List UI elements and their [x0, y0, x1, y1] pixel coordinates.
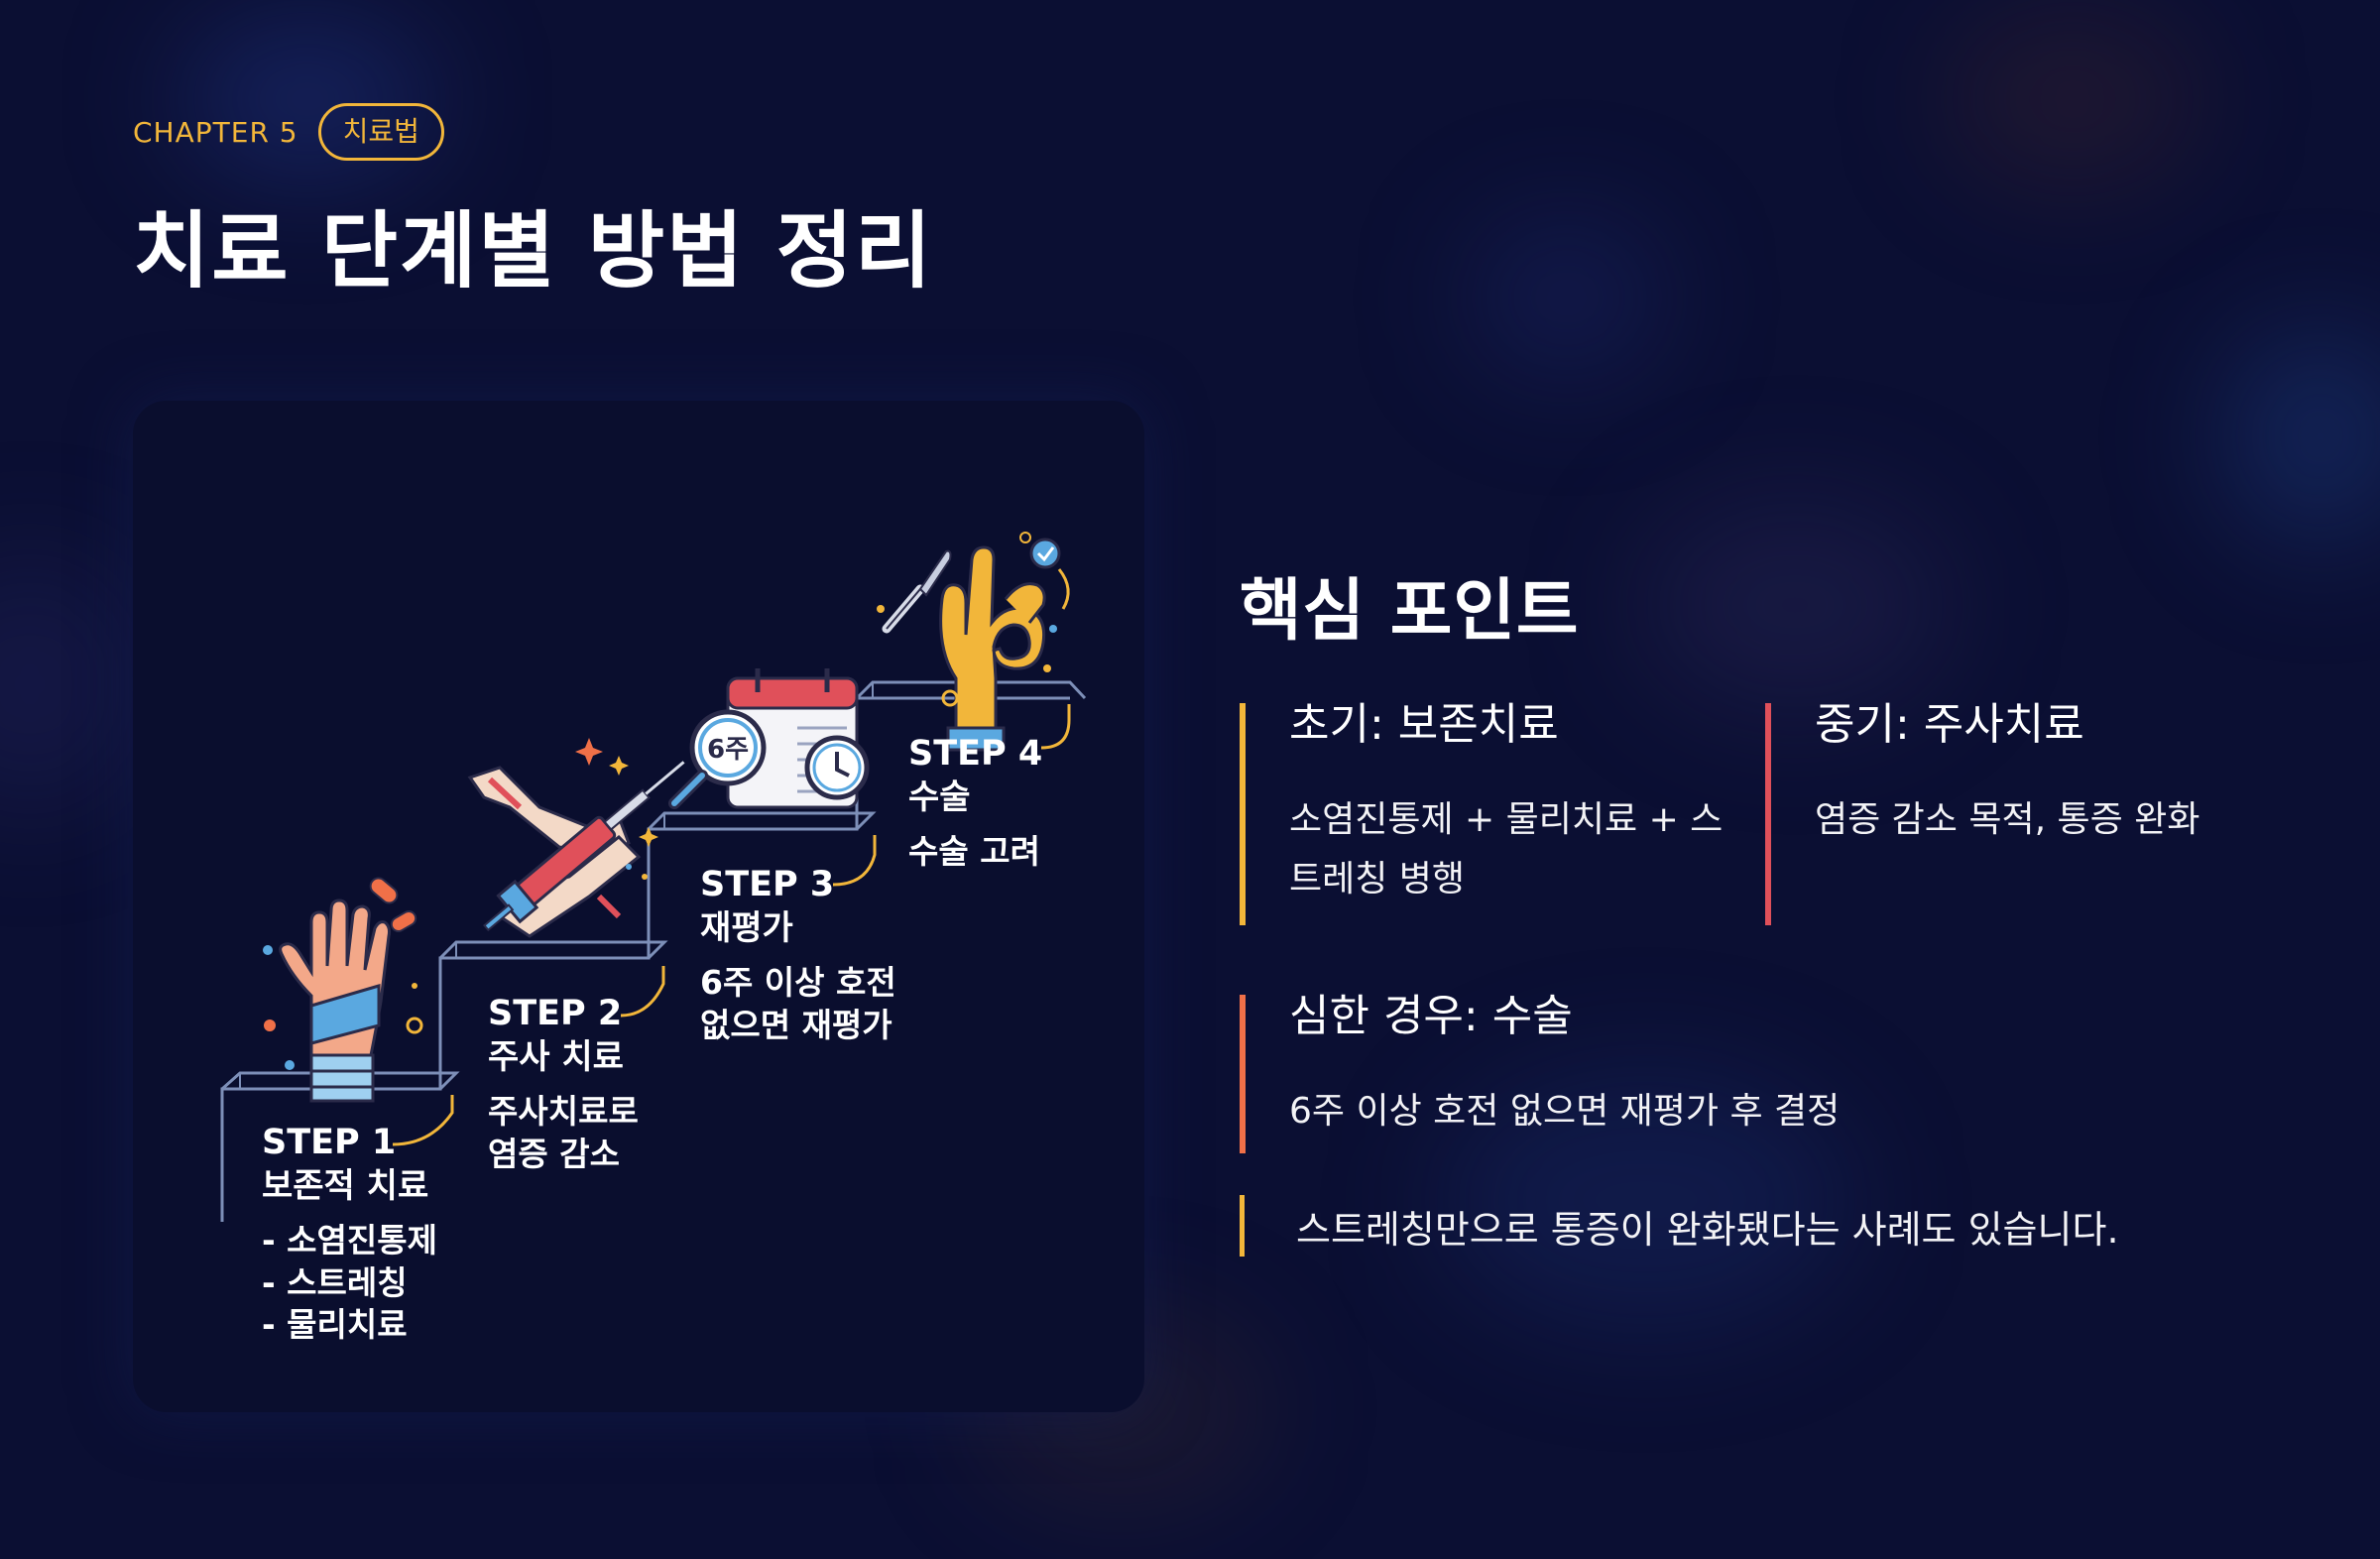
step-1-desc: - 소염진통제 - 스트레칭 - 물리치료 [262, 1220, 437, 1346]
treatment-steps-illustration: 6주 STEP 1 보존적 치료 [133, 401, 1144, 1412]
step-2-title: 주사 치료 [488, 1036, 624, 1077]
point-early-title: 초기: 보존치료 [1289, 699, 1559, 750]
wrapped-hand-icon [263, 877, 423, 1103]
point-early: 초기: 보존치료 소염진통제 + 물리치료 + 스트레칭 병행 [1240, 703, 1735, 925]
step-4-text: STEP 4 수술 수술 고려 [908, 732, 1042, 874]
step-connectors [392, 704, 1071, 1146]
step-4-desc-line: 수술 고려 [908, 832, 1040, 872]
staircase-graphic: 6주 [220, 532, 1087, 1222]
calendar-icon: 6주 [668, 668, 870, 809]
step-1-desc-line: - 물리치료 [262, 1304, 408, 1344]
chapter-row: CHAPTER 5 치료법 [133, 103, 933, 161]
point-mid-body: 염증 감소 목적, 통증 완화 [1815, 799, 2201, 840]
point-early-body: 소염진통제 + 물리치료 + 스트레칭 병행 [1289, 799, 1724, 900]
step-1-title: 보존적 치료 [262, 1165, 429, 1206]
step-4-label: STEP 4 [908, 734, 1043, 774]
step-3-desc: 6주 이상 호전 없으면 재평가 [700, 962, 896, 1045]
syringe-joint-icon [467, 738, 685, 938]
key-points-title: 핵심 포인트 [1240, 572, 1580, 651]
step-3-desc-line: 6주 이상 호전 [700, 963, 896, 1003]
chapter-tag: 치료법 [317, 103, 444, 161]
step-2-desc-line: 염증 감소 [488, 1134, 620, 1173]
point-mid: 중기: 주사치료 염증 감소 목적, 통증 완화 [1765, 703, 2281, 925]
ok-hand-icon [939, 532, 1070, 752]
scalpel-icon [877, 549, 952, 634]
step-3-label: STEP 3 [700, 865, 835, 904]
step-3-title: 재평가 [700, 907, 793, 948]
step-3-text: STEP 3 재평가 6주 이상 호전 없으면 재평가 [700, 863, 896, 1046]
point-mid-title: 중기: 주사치료 [1815, 699, 2084, 750]
step-2-text: STEP 2 주사 치료 주사치료로 염증 감소 [488, 992, 639, 1175]
step-2-label: STEP 2 [488, 994, 623, 1033]
step-4-desc: 수술 고려 [908, 831, 1042, 873]
stretching-note: 스트레칭만으로 통증이 완화됐다는 사례도 있습니다. [1240, 1195, 2119, 1257]
step-4-title: 수술 [908, 777, 971, 817]
point-severe: 심한 경우: 수술 6주 이상 호전 없으면 재평가 후 결정 [1240, 995, 2132, 1153]
calendar-badge: 6주 [707, 735, 749, 765]
step-1-desc-line: - 스트레칭 [262, 1262, 408, 1302]
step-1-desc-line: - 소염진통제 [262, 1221, 437, 1260]
header: CHAPTER 5 치료법 치료 단계별 방법 정리 [133, 103, 933, 304]
key-points-section: 핵심 포인트 초기: 보존치료 소염진통제 + 물리치료 + 스트레칭 병행 중… [1240, 555, 2330, 1257]
step-1-text: STEP 1 보존적 치료 - 소염진통제 - 스트레칭 - 물리치료 [262, 1121, 437, 1346]
chapter-label: CHAPTER 5 [133, 115, 298, 149]
step-1-label: STEP 1 [262, 1123, 397, 1162]
page-title: 치료 단계별 방법 정리 [133, 202, 934, 300]
step-2-desc-line: 주사치료로 [488, 1092, 639, 1132]
step-2-desc: 주사치료로 염증 감소 [488, 1091, 639, 1174]
point-severe-title: 심한 경우: 수술 [1289, 991, 1573, 1041]
point-severe-body: 6주 이상 호전 없으면 재평가 후 결정 [1289, 1091, 1841, 1132]
step-3-desc-line: 없으면 재평가 [700, 1005, 892, 1044]
